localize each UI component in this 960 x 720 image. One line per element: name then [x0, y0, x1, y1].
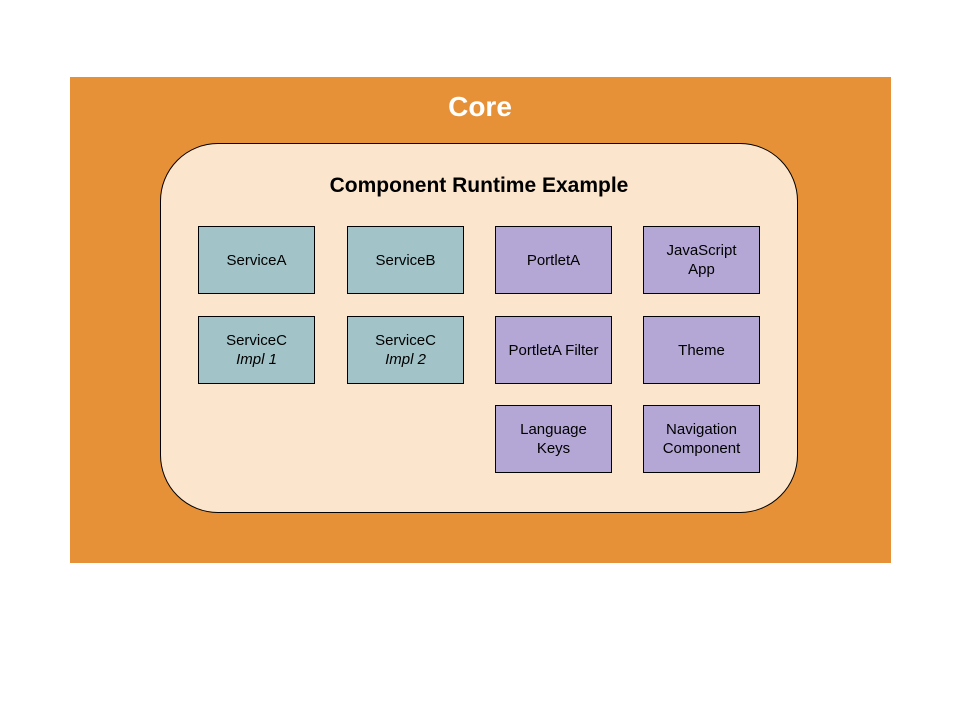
- javascript-app-label-line2: App: [688, 261, 715, 278]
- core-title: Core: [448, 91, 512, 122]
- service-c-impl-1-box: ServiceC Impl 1: [198, 316, 315, 384]
- javascript-app-box: JavaScript App: [643, 226, 760, 294]
- theme-label: Theme: [678, 341, 725, 359]
- navigation-component-label-line2: Component: [662, 440, 741, 457]
- service-c-impl-2-sublabel: Impl 2: [385, 351, 426, 368]
- service-b-box: ServiceB: [347, 226, 464, 294]
- language-keys-label-line2: Keys: [536, 440, 571, 457]
- service-c-impl-1-label: ServiceC: [226, 332, 287, 349]
- portlet-a-label: PortletA: [526, 251, 581, 269]
- language-keys-box: Language Keys: [495, 405, 612, 473]
- service-c-impl-2-box: ServiceC Impl 2: [347, 316, 464, 384]
- service-b-label: ServiceB: [375, 251, 436, 269]
- javascript-app-label-line1: JavaScript: [666, 242, 737, 259]
- language-keys-label-line1: Language: [520, 421, 587, 438]
- portlet-a-filter-box: PortletA Filter: [495, 316, 612, 384]
- portlet-a-box: PortletA: [495, 226, 612, 294]
- service-a-box: ServiceA: [198, 226, 315, 294]
- component-runtime-title: Component Runtime Example: [329, 174, 629, 197]
- navigation-component-box: Navigation Component: [643, 405, 760, 473]
- theme-box: Theme: [643, 316, 760, 384]
- service-c-impl-2-label: ServiceC: [375, 332, 436, 349]
- portlet-a-filter-label: PortletA Filter: [508, 341, 599, 359]
- service-c-impl-1-sublabel: Impl 1: [236, 351, 277, 368]
- service-a-label: ServiceA: [226, 251, 287, 269]
- navigation-component-label-line1: Navigation: [666, 421, 737, 438]
